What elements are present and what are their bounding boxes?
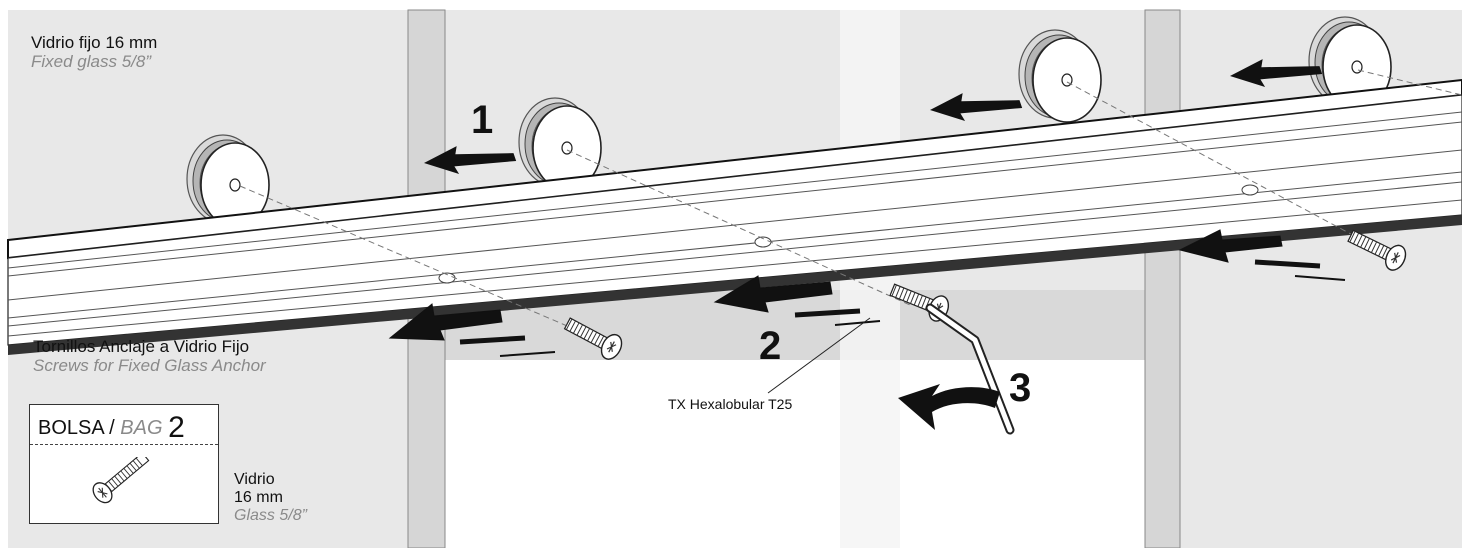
screws-label: Tornillos Anclaje a Vidrio Fijo Screws f…: [33, 337, 266, 375]
rail-bottom-edge: [8, 215, 1462, 355]
screws-label-en: Screws for Fixed Glass Anchor: [33, 356, 266, 376]
bag-header: BOLSA / BAG 2: [38, 411, 185, 445]
step-number-2: 2: [759, 324, 782, 368]
fixed-glass-label-en: Fixed glass 5/8”: [31, 52, 151, 72]
bag-number: 2: [168, 411, 185, 444]
bag-screw-icon: [92, 457, 150, 504]
glass-thickness-es-2: 16 mm: [234, 488, 283, 506]
step-number-1: 1: [471, 98, 494, 142]
fixed-glass-label-es: Vidrio fijo 16 mm: [31, 33, 158, 52]
bag-divider: [30, 444, 218, 445]
glass-thickness-label: Vidrio 16 mm Glass 5/8”: [234, 471, 307, 525]
rail-lines: [7, 111, 1462, 337]
bag-separator: /: [103, 417, 121, 439]
fixed-glass-label: Vidrio fijo 16 mm Fixed glass 5/8”: [31, 33, 157, 71]
tool-leader-line: [767, 317, 871, 394]
insertion-arrows: [388, 229, 1346, 357]
anchor-holes: [438, 184, 1259, 284]
frame-post-right: [1144, 9, 1181, 548]
rotate-arrow: [898, 384, 1000, 430]
bag-label: BOLSA: [38, 417, 104, 439]
glass-thickness-en: Glass 5/8”: [234, 506, 307, 524]
glass-thickness-es-1: Vidrio: [234, 471, 275, 488]
tool-label: TX Hexalobular T25: [668, 396, 793, 412]
rail-top-face: [7, 78, 1462, 260]
bag-box: BOLSA / BAG 2: [29, 404, 219, 524]
rail-body: [7, 94, 1462, 346]
alignment-lines: [239, 69, 1462, 341]
bag-label-en: BAG: [120, 417, 163, 439]
step-number-3: 3: [1009, 366, 1032, 410]
screws-label-es: Tornillos Anclaje a Vidrio Fijo: [33, 337, 250, 356]
hex-key-tool-highlight: [927, 305, 1013, 433]
